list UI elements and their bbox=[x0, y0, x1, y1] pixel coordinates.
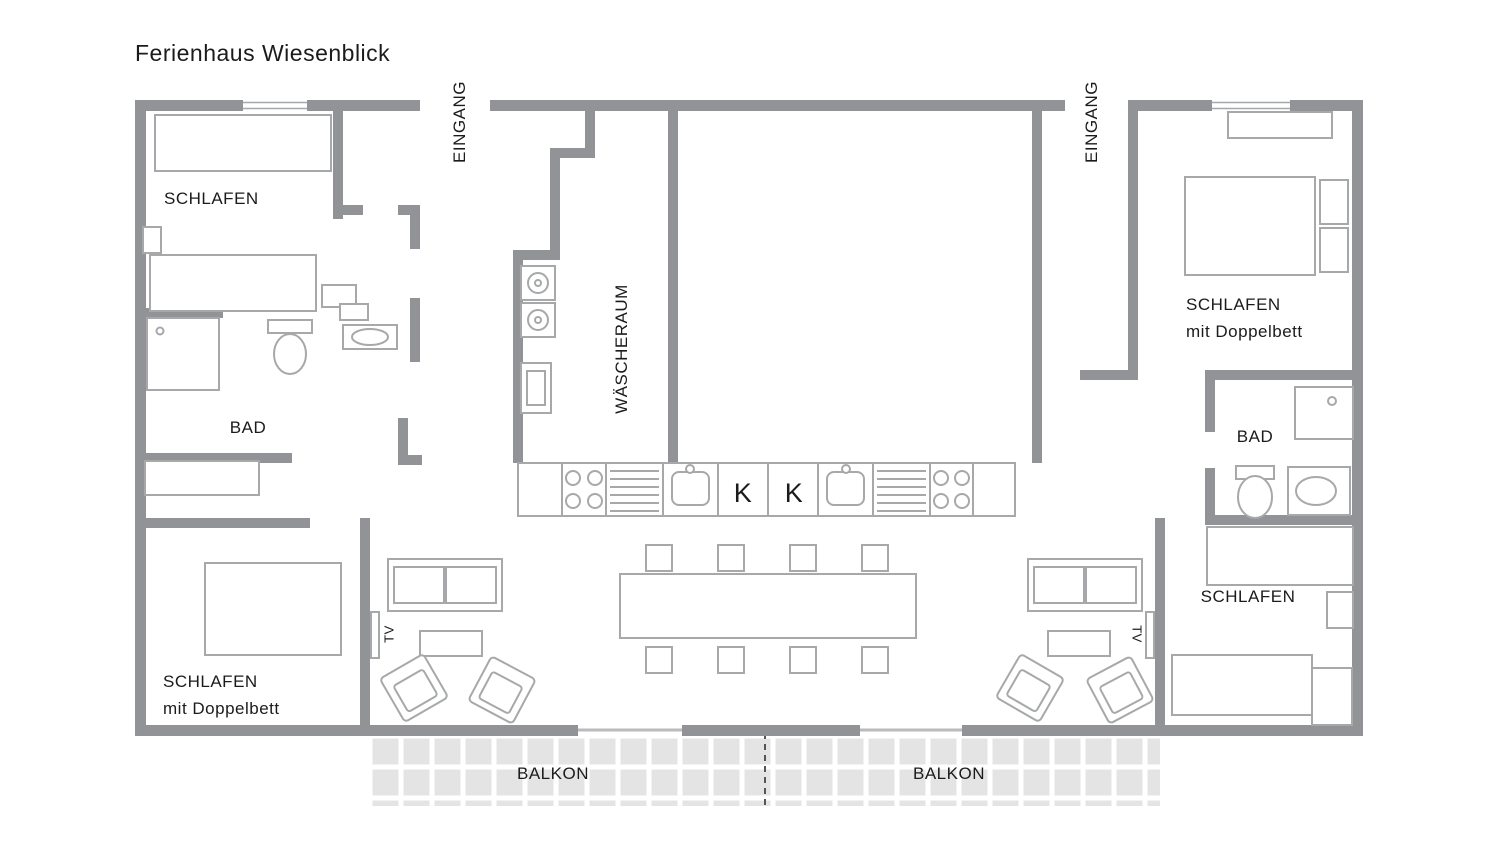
tv-right bbox=[1145, 611, 1155, 659]
sink-left bbox=[342, 324, 398, 350]
closet-left-hall bbox=[144, 460, 260, 496]
label-schlafen-top-right-sub: mit Doppelbett bbox=[1186, 322, 1303, 341]
balcony bbox=[370, 733, 1160, 808]
coffee-table-right bbox=[1047, 630, 1111, 657]
label-schlafen-bottom-left-sub: mit Doppelbett bbox=[163, 699, 280, 718]
double-bed-bottom-left bbox=[204, 562, 342, 656]
window-top-left bbox=[243, 100, 307, 111]
lounge-chairs-right bbox=[996, 654, 1154, 724]
label-schlafen-bottom-right: SCHLAFEN bbox=[1201, 587, 1296, 606]
dining-table bbox=[619, 573, 917, 639]
bed-bottom-right bbox=[1171, 654, 1353, 726]
nightstand-top-left bbox=[142, 226, 162, 254]
sofa-left bbox=[387, 558, 503, 612]
label-k-left: K bbox=[734, 478, 753, 508]
toilet-left bbox=[267, 319, 313, 375]
kitchen-counter bbox=[517, 462, 1016, 517]
label-k-right: K bbox=[785, 478, 804, 508]
plan-title: Ferienhaus Wiesenblick bbox=[135, 40, 390, 66]
dresser-top-right bbox=[1227, 111, 1333, 139]
label-schlafen-bottom-left: SCHLAFEN bbox=[163, 672, 258, 691]
label-eingang-right: EINGANG bbox=[1082, 81, 1101, 163]
sofa-right bbox=[1027, 558, 1143, 612]
label-schlafen-top-left: SCHLAFEN bbox=[164, 189, 259, 208]
dining-chairs bbox=[645, 544, 889, 674]
window-top-right bbox=[1212, 100, 1290, 111]
label-eingang-left: EINGANG bbox=[450, 81, 469, 163]
label-schlafen-top-right: SCHLAFEN bbox=[1186, 295, 1281, 314]
label-balkon-right: BALKON bbox=[913, 764, 985, 783]
wardrobe-bottom-right bbox=[1206, 526, 1354, 586]
label-tv-right: TV bbox=[1129, 625, 1144, 643]
shower-left bbox=[146, 317, 220, 391]
tv-left bbox=[370, 611, 380, 659]
label-bad-left: BAD bbox=[230, 418, 266, 437]
label-waescheraum: WÄSCHERAUM bbox=[612, 284, 631, 414]
shelf-bottom-right bbox=[1326, 591, 1354, 629]
double-bed-top-right bbox=[1184, 176, 1349, 276]
label-tv-left: TV bbox=[382, 625, 397, 643]
lounge-chairs-left bbox=[380, 654, 536, 724]
washing-machines bbox=[520, 265, 556, 414]
windows bbox=[243, 100, 1290, 732]
walls bbox=[135, 100, 1363, 736]
coffee-table-left bbox=[419, 630, 483, 657]
label-bad-right: BAD bbox=[1237, 427, 1273, 446]
desk-top-left bbox=[149, 254, 369, 321]
label-balkon-left: BALKON bbox=[517, 764, 589, 783]
toilet-right bbox=[1235, 465, 1275, 519]
shower-right bbox=[1294, 386, 1354, 440]
bed-top-left bbox=[154, 114, 332, 172]
sink-right bbox=[1287, 466, 1351, 516]
